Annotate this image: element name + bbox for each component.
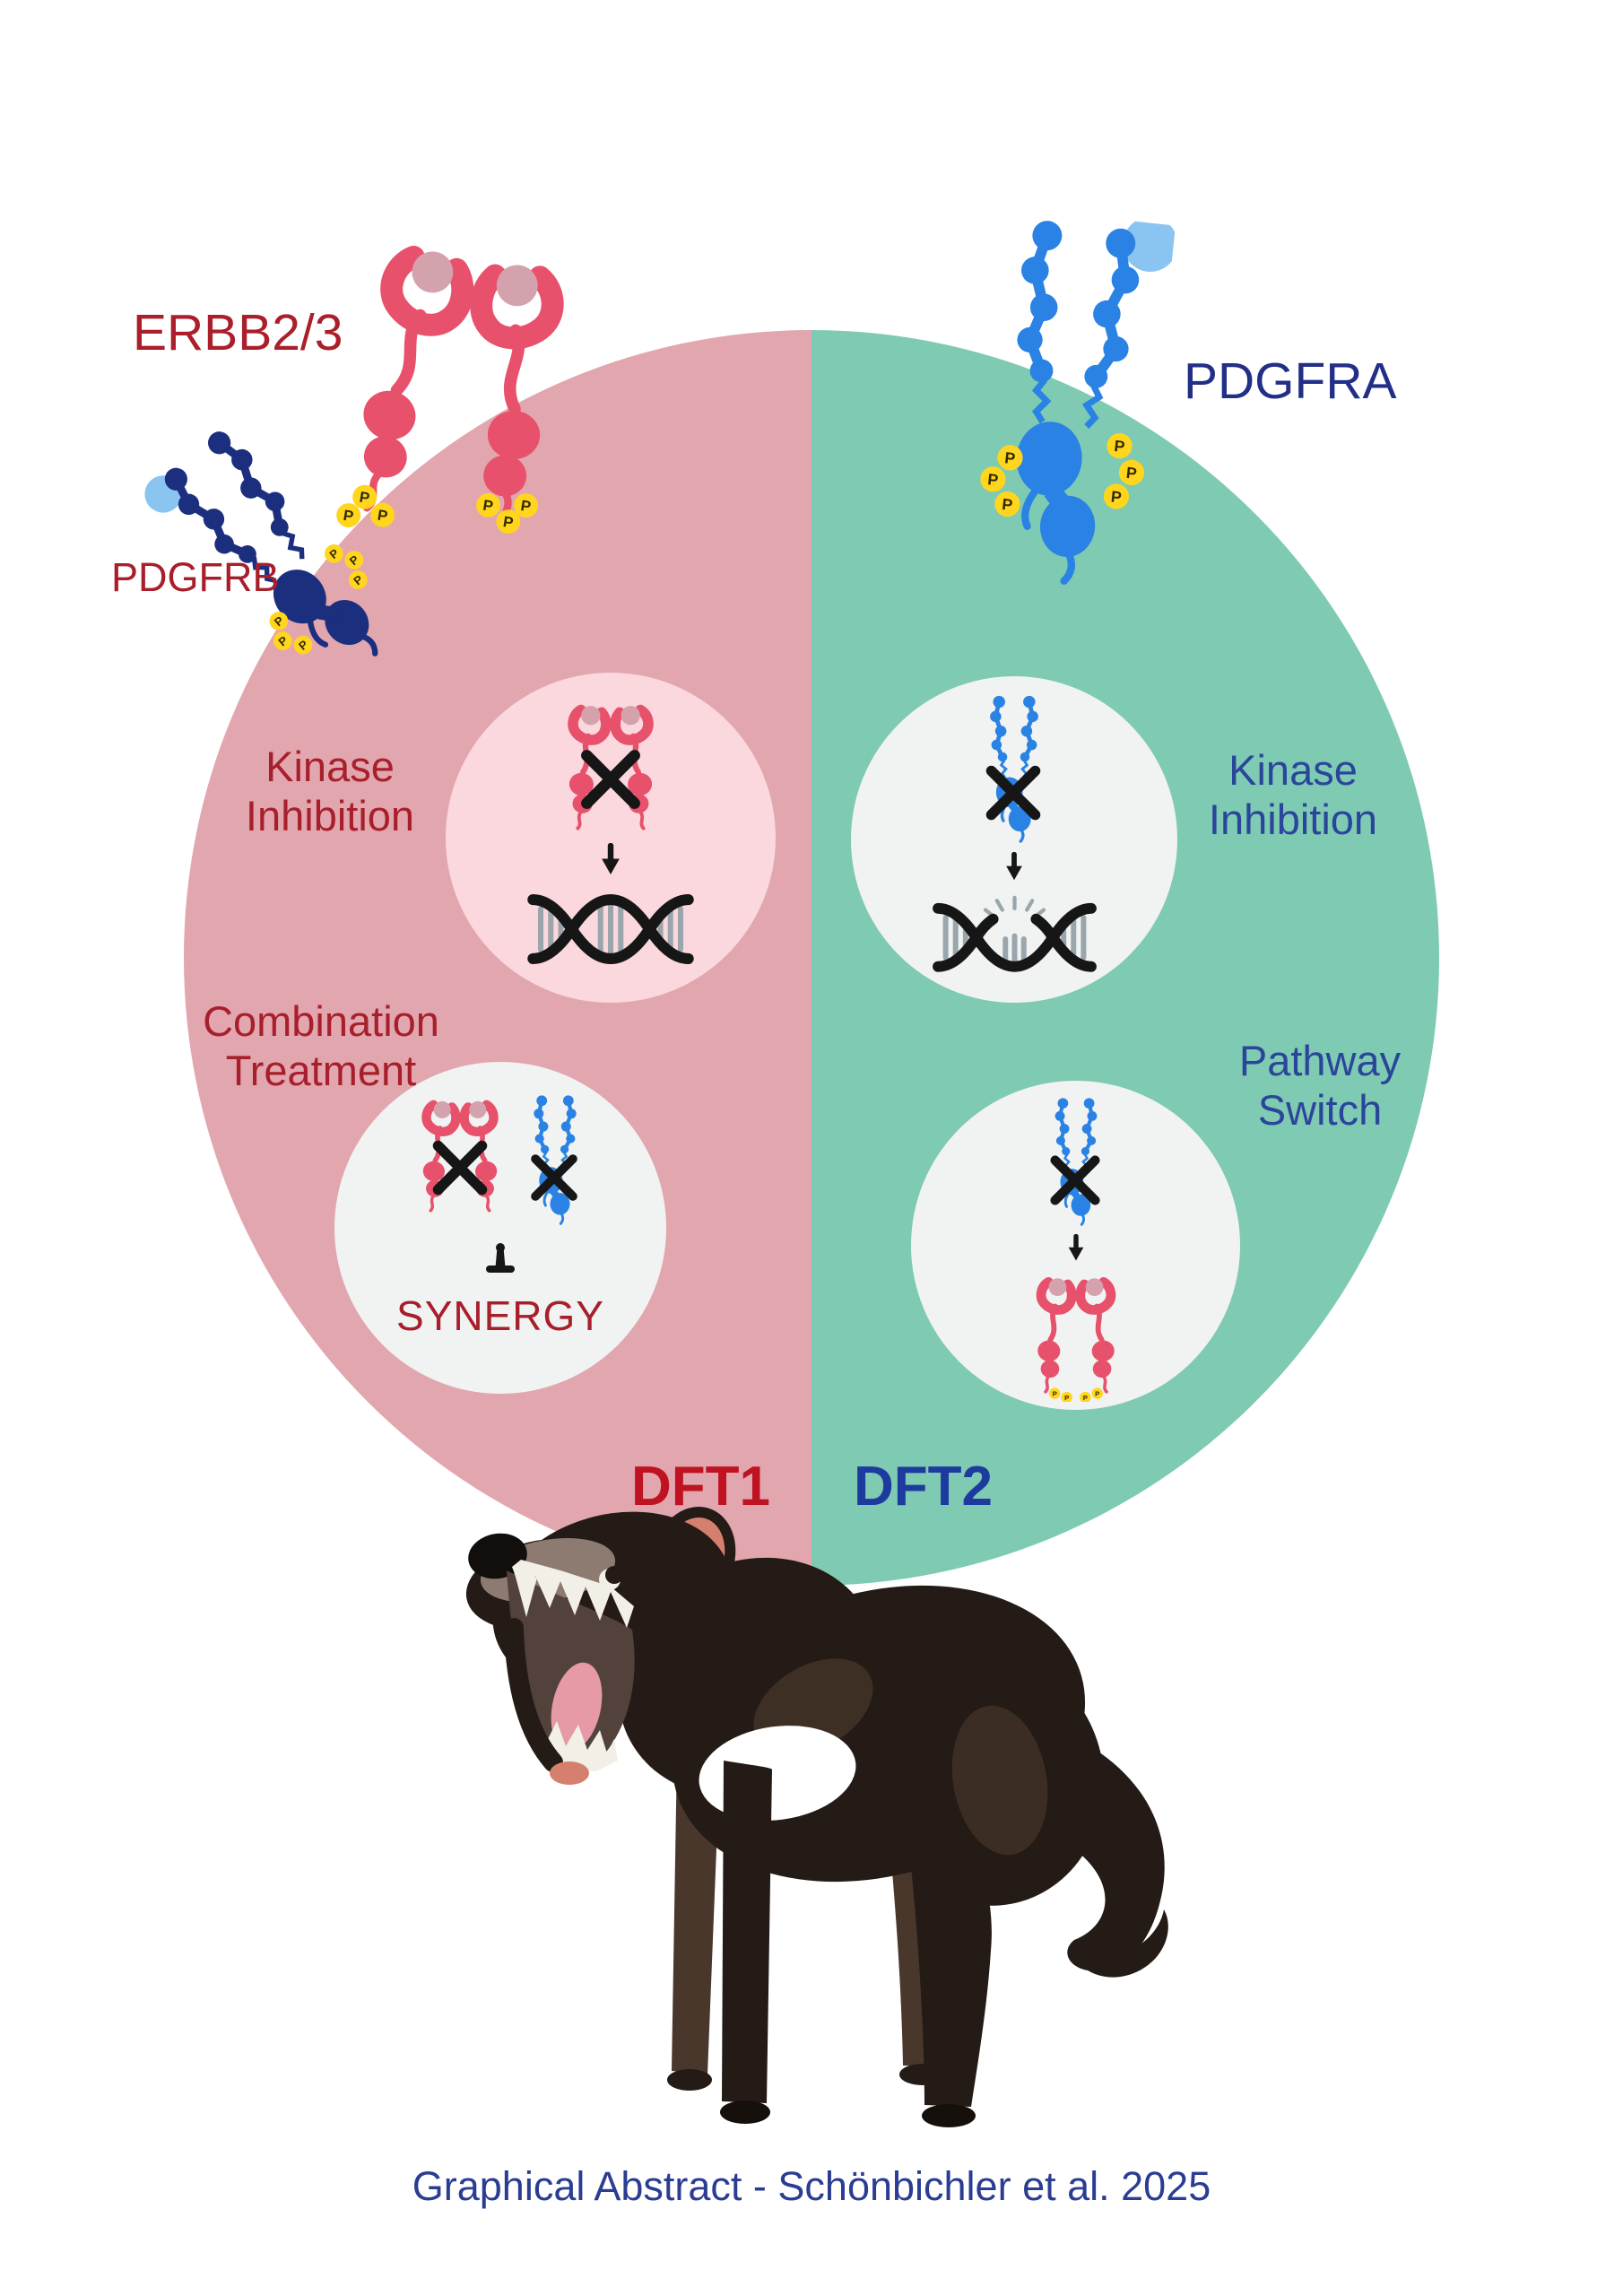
synergy-label: SYNERGY bbox=[396, 1292, 604, 1339]
pdgfrb-receptor-icon bbox=[144, 388, 438, 724]
down-arrow-icon bbox=[999, 847, 1029, 888]
down-arrow-icon bbox=[1062, 1230, 1090, 1267]
x-mark-icon bbox=[528, 1152, 580, 1204]
dft1-synergy-circle: SYNERGY bbox=[334, 1062, 666, 1394]
x-mark-icon bbox=[577, 746, 644, 813]
dna-broken-icon bbox=[923, 891, 1107, 976]
tasmanian-devil-illustration bbox=[465, 1507, 1168, 2127]
pathway-switch-label: Pathway Switch bbox=[1238, 1037, 1402, 1134]
devil-tongue bbox=[551, 1662, 603, 1752]
x-mark-icon bbox=[1047, 1152, 1103, 1208]
dft1-kinase-inhibition-label: Kinase Inhibition bbox=[245, 743, 415, 839]
pdgfra-label: PDGFRA bbox=[1184, 352, 1397, 410]
inhibited-pdgfr-receptor bbox=[523, 1092, 587, 1225]
inhibition-tack-icon bbox=[486, 1243, 515, 1273]
dft2-kinase-inhibition-circle bbox=[851, 676, 1177, 1003]
dft2-pathway-switch-circle bbox=[911, 1081, 1240, 1410]
dft2-label: DFT2 bbox=[854, 1456, 993, 1518]
pdgfra-receptor-icon bbox=[978, 207, 1176, 594]
erbb23-receptor-icon bbox=[323, 220, 593, 561]
figure-caption: Graphical Abstract - Schönbichler et al.… bbox=[412, 2163, 1211, 2209]
x-mark-icon bbox=[983, 762, 1044, 823]
inhibited-erbb-receptor bbox=[558, 696, 664, 831]
dft1-kinase-inhibition-circle bbox=[446, 673, 776, 1003]
combination-treatment-label: Combination Treatment bbox=[203, 997, 439, 1094]
erbb23-label: ERBB2/3 bbox=[133, 304, 343, 361]
dft-split-circle bbox=[184, 330, 1439, 1586]
dna-intact-icon bbox=[517, 890, 704, 969]
erbb-activated-icon bbox=[1026, 1269, 1126, 1402]
x-mark-icon bbox=[430, 1137, 490, 1198]
dft2-kinase-inhibition-label: Kinase Inhibition bbox=[1208, 746, 1378, 843]
inhibited-pdgfra-receptor bbox=[1044, 1095, 1108, 1226]
pdgfrb-label: PDGFRB bbox=[111, 554, 280, 600]
inhibited-pdgfra-receptor bbox=[977, 692, 1051, 843]
down-arrow-icon bbox=[594, 838, 628, 883]
inhibited-erbb-receptor bbox=[413, 1092, 507, 1213]
